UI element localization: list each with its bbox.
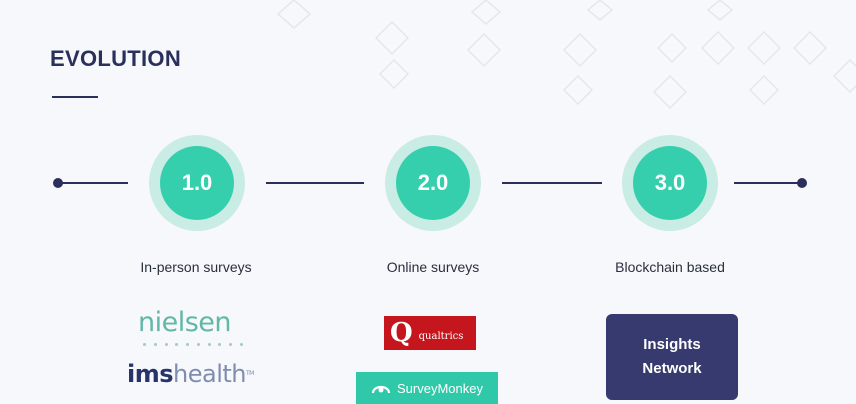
stage-3-label: 3.0 bbox=[633, 146, 707, 220]
insights-logo-line1: Insights bbox=[643, 336, 701, 353]
timeline-start-dot bbox=[53, 178, 63, 188]
stage-2-circle: 2.0 bbox=[385, 135, 481, 231]
surveymonkey-logo-text: SurveyMonkey bbox=[397, 380, 483, 396]
imshealth-logo-ims: ims bbox=[127, 360, 174, 388]
stage-2-label: 2.0 bbox=[396, 146, 470, 220]
title-underline bbox=[52, 96, 98, 98]
page-title: EVOLUTION bbox=[50, 46, 182, 71]
surveymonkey-icon bbox=[371, 381, 391, 395]
stage-3-caption: Blockchain based bbox=[615, 259, 725, 275]
imshealth-logo: imshealthTM bbox=[127, 360, 254, 388]
insights-network-logo: Insights Network bbox=[606, 314, 738, 400]
qualtrics-logo-text: qualtrics bbox=[418, 330, 464, 342]
stage-3-circle: 3.0 bbox=[622, 135, 718, 231]
imshealth-logo-tm: TM bbox=[246, 370, 254, 377]
nielsen-logo-dots bbox=[143, 343, 243, 347]
qualtrics-logo: Q qualtrics bbox=[384, 316, 476, 350]
timeline-end-dot bbox=[797, 178, 807, 188]
stage-1-label: 1.0 bbox=[160, 146, 234, 220]
imshealth-logo-health: health bbox=[173, 360, 247, 388]
surveymonkey-logo: SurveyMonkey bbox=[356, 372, 498, 404]
nielsen-logo: nielsen bbox=[138, 307, 232, 338]
qualtrics-logo-mark: Q bbox=[390, 318, 413, 348]
stage-1-caption: In-person surveys bbox=[140, 259, 252, 275]
stage-2-caption: Online surveys bbox=[386, 259, 480, 275]
stage-1-circle: 1.0 bbox=[149, 135, 245, 231]
timeline-line-3 bbox=[502, 182, 602, 184]
timeline-line-4 bbox=[734, 182, 800, 184]
insights-logo-line2: Network bbox=[642, 360, 702, 377]
timeline-line-2 bbox=[266, 182, 364, 184]
timeline-line-1 bbox=[62, 182, 128, 184]
